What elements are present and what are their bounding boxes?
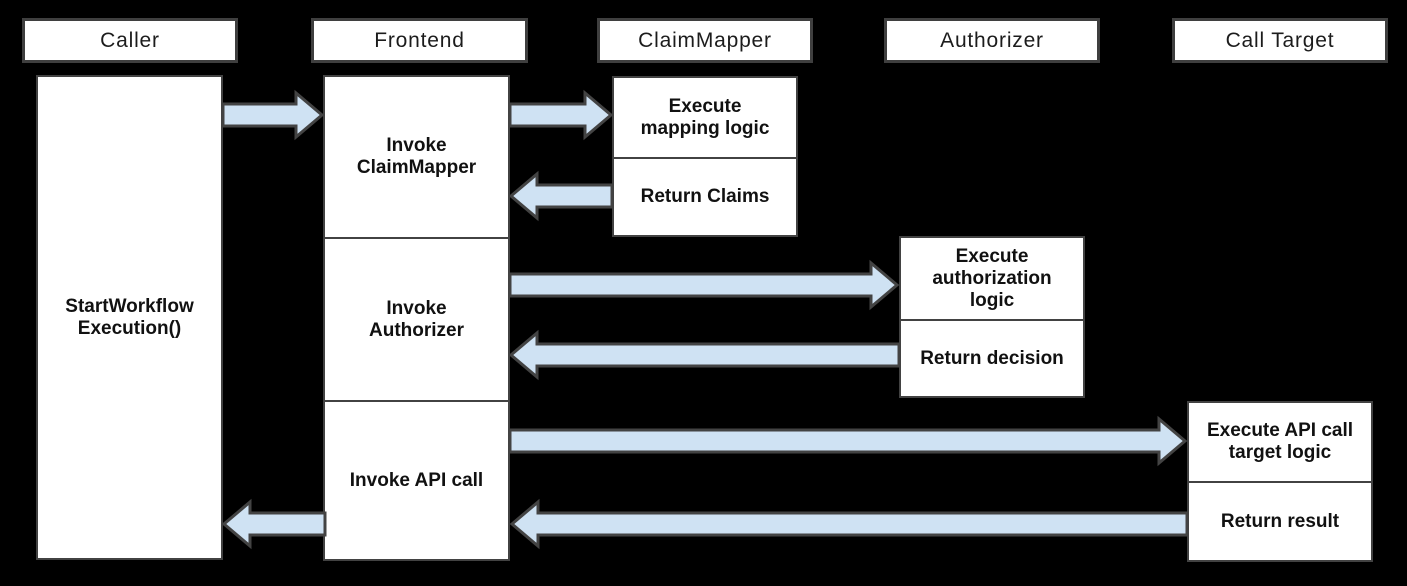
lifeline-header-authorizer: Authorizer	[884, 18, 1100, 63]
step-invoke-authorizer: Invoke Authorizer	[325, 237, 508, 400]
step-execute-authorization-logic: Execute authorization logic	[901, 238, 1083, 319]
step-execute-mapping-logic-label: Execute mapping logic	[640, 95, 770, 139]
arrow-frontend-to-authorizer-icon	[508, 259, 900, 311]
step-execute-api-call-target-logic-label: Execute API call target logic	[1206, 420, 1354, 463]
step-invoke-api-call-label: Invoke API call	[349, 469, 484, 491]
lifeline-header-caller: Caller	[22, 18, 238, 63]
step-return-result-label: Return result	[1220, 510, 1340, 532]
arrow-caller-to-frontend-icon	[221, 89, 325, 141]
arrow-calltarget-to-frontend-icon	[509, 498, 1189, 550]
lifeline-header-authorizer-label: Authorizer	[940, 28, 1044, 52]
step-execute-mapping-logic: Execute mapping logic	[614, 78, 796, 157]
activation-box-frontend: Invoke ClaimMapper Invoke Authorizer Inv…	[323, 75, 510, 561]
step-startworkflowexecution: StartWorkflow Execution()	[38, 77, 221, 558]
step-return-decision-label: Return decision	[920, 347, 1064, 369]
step-invoke-authorizer-label: Invoke Authorizer	[369, 297, 464, 341]
step-return-result: Return result	[1189, 481, 1371, 560]
lifeline-header-frontend-label: Frontend	[374, 28, 465, 52]
activation-box-calltarget: Execute API call target logic Return res…	[1187, 401, 1373, 562]
lifeline-header-frontend: Frontend	[311, 18, 528, 63]
arrow-frontend-to-calltarget-icon	[508, 415, 1188, 467]
step-return-decision: Return decision	[901, 319, 1083, 396]
step-invoke-claimmapper: Invoke ClaimMapper	[325, 77, 508, 237]
lifeline-header-claimmapper: ClaimMapper	[597, 18, 813, 63]
arrow-authorizer-to-frontend-icon	[508, 329, 901, 381]
lifeline-header-caller-label: Caller	[100, 28, 160, 52]
step-invoke-api-call: Invoke API call	[325, 400, 508, 559]
lifeline-header-calltarget-label: Call Target	[1225, 28, 1335, 52]
step-execute-authorization-logic-label: Execute authorization logic	[932, 245, 1052, 311]
step-startworkflowexecution-label: StartWorkflow Execution()	[65, 295, 194, 339]
arrow-frontend-to-claimmapper-icon	[508, 89, 614, 141]
arrow-claimmapper-to-frontend-icon	[508, 170, 614, 222]
activation-box-authorizer: Execute authorization logic Return decis…	[899, 236, 1085, 398]
arrow-frontend-to-caller-icon	[221, 498, 327, 550]
step-return-claims-label: Return Claims	[640, 186, 770, 207]
activation-box-claimmapper: Execute mapping logic Return Claims	[612, 76, 798, 237]
step-execute-api-call-target-logic: Execute API call target logic	[1189, 403, 1371, 481]
lifeline-header-claimmapper-label: ClaimMapper	[638, 28, 772, 52]
step-invoke-claimmapper-label: Invoke ClaimMapper	[356, 135, 477, 178]
activation-box-caller: StartWorkflow Execution()	[36, 75, 223, 560]
step-return-claims: Return Claims	[614, 157, 796, 235]
lifeline-header-calltarget: Call Target	[1172, 18, 1388, 63]
